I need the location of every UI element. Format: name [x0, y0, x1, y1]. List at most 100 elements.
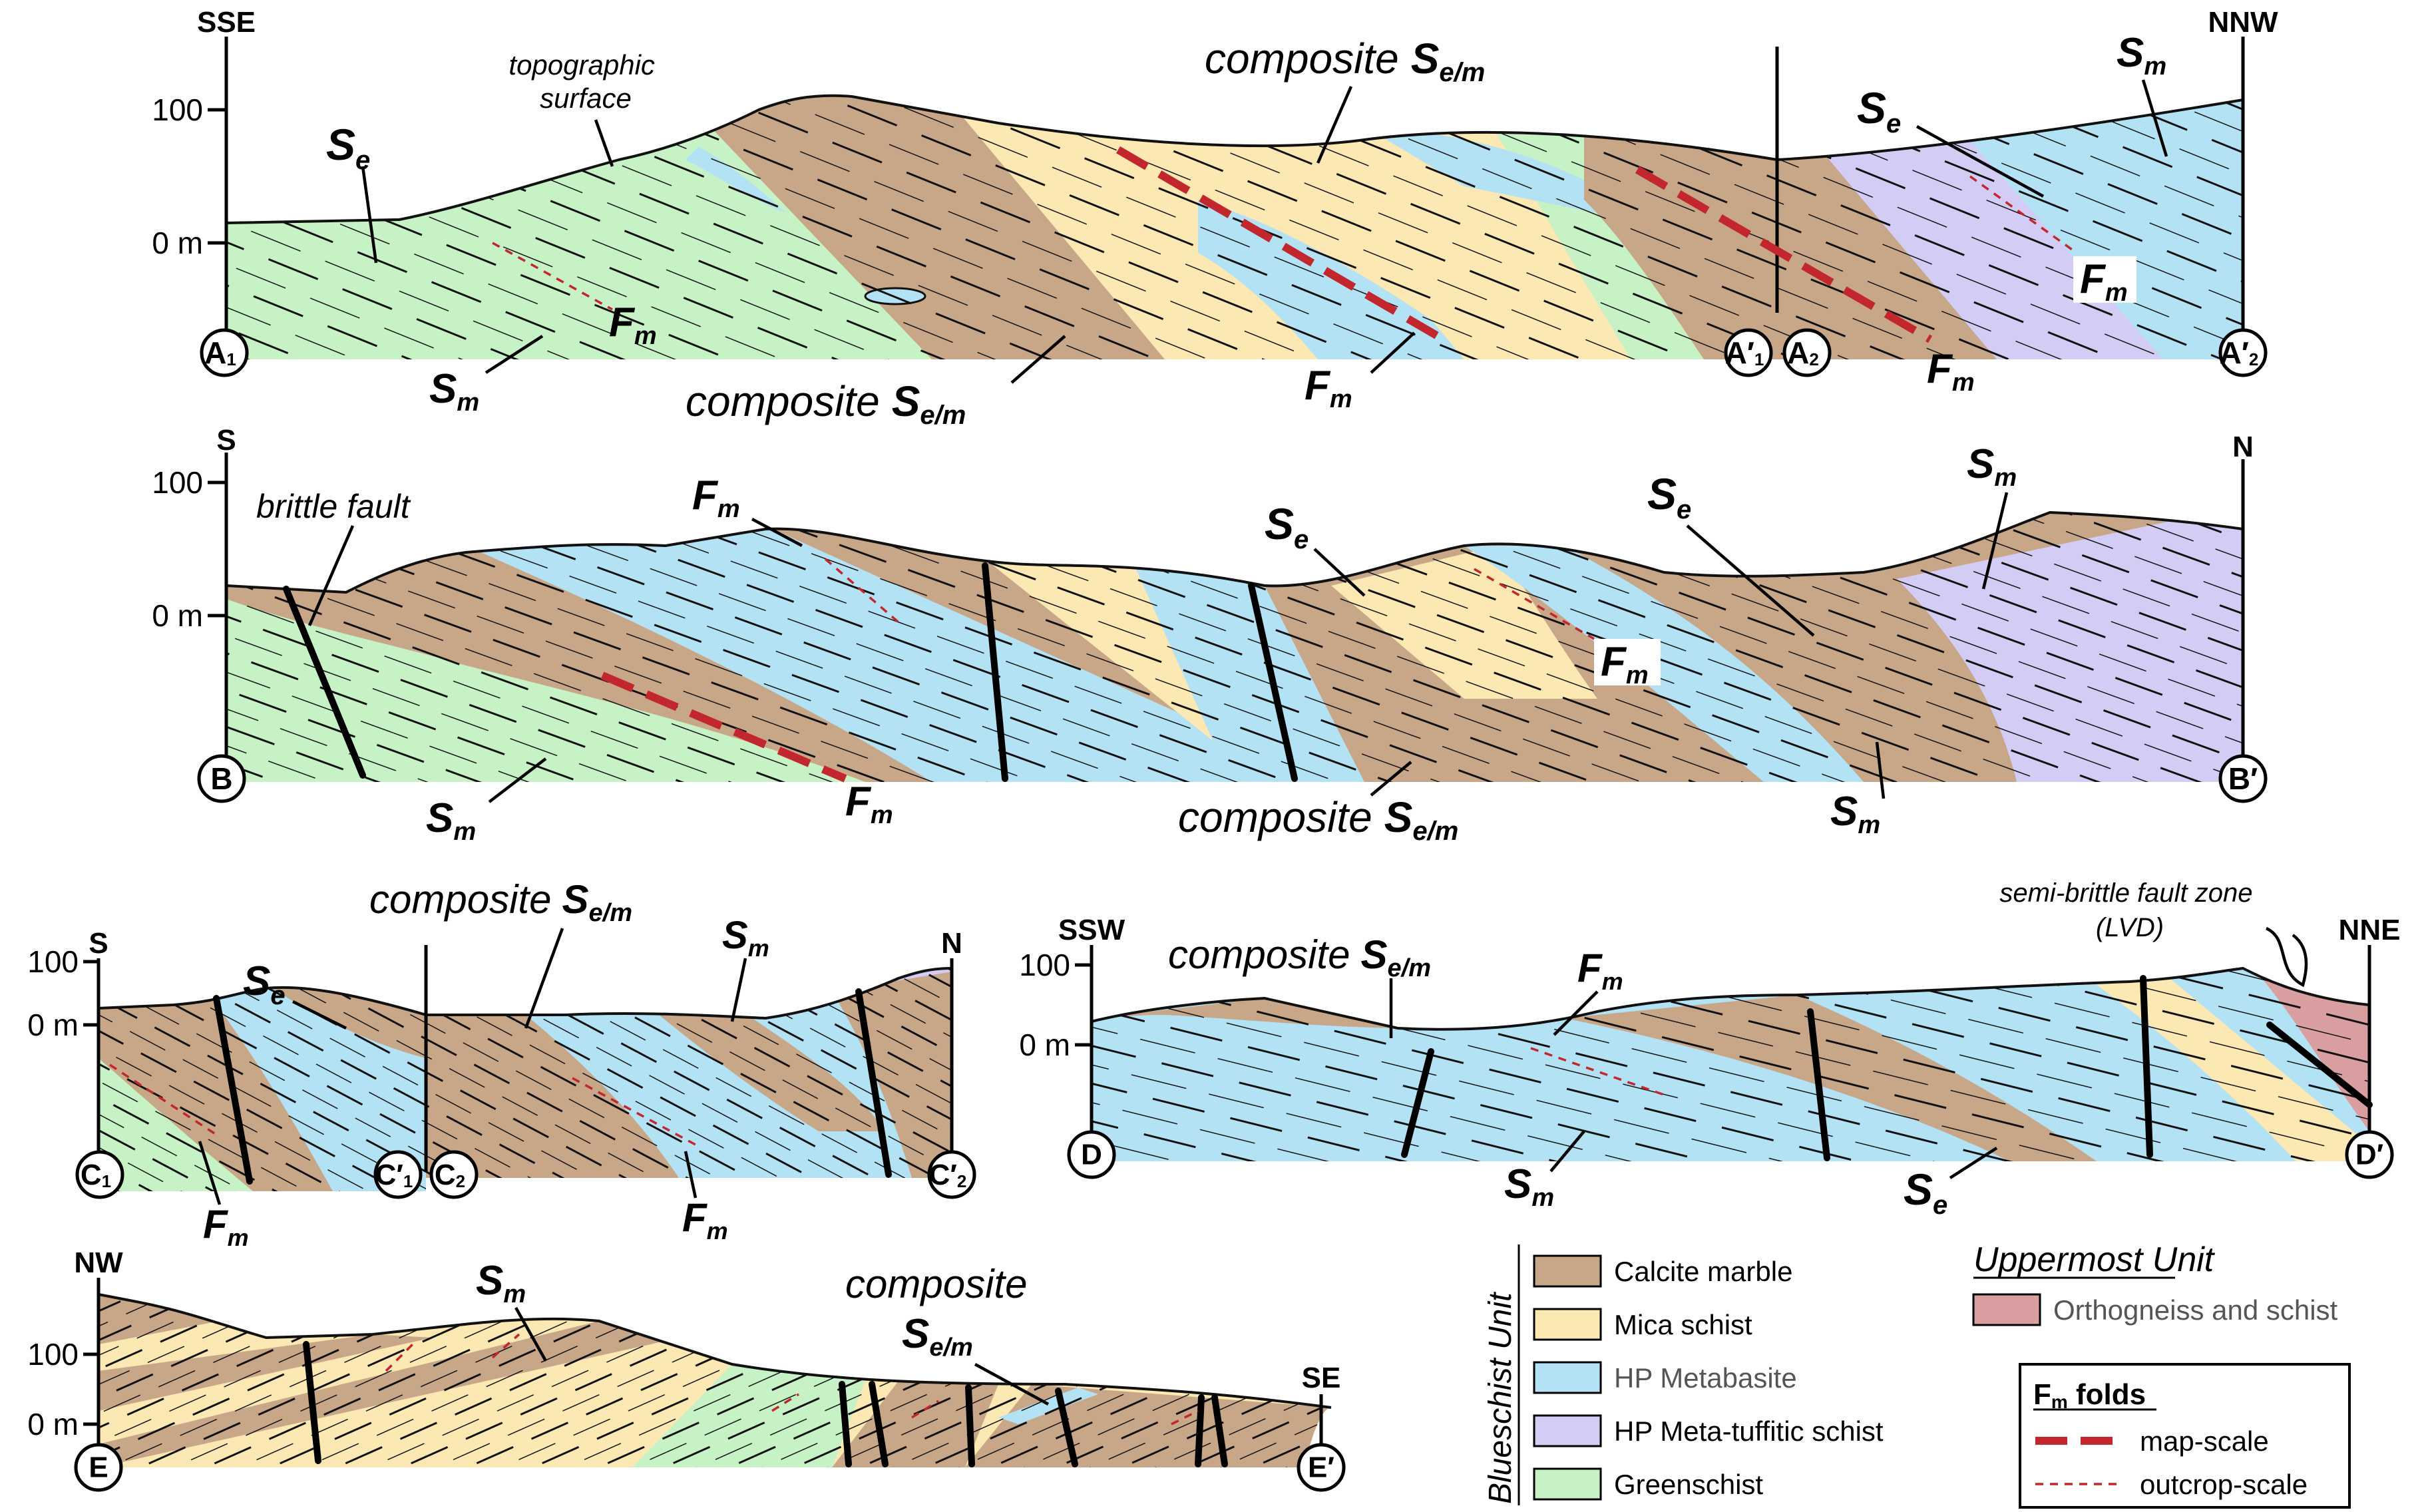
topographic-surface-d	[1091, 966, 2370, 1031]
sm-pointer-b3	[1875, 741, 1886, 799]
topographic-surface-c	[98, 967, 952, 1020]
svg-text:C′1: C′1	[375, 1159, 413, 1192]
legend: Blueschist Unit Calcite marble Mica schi…	[1483, 1240, 2351, 1509]
svg-text:C2: C2	[435, 1159, 465, 1192]
endpoint-c1: C1	[75, 1150, 124, 1199]
legend-item-orthogneiss: Orthogneiss and schist	[1972, 1293, 2338, 1326]
fault-e1	[303, 1341, 321, 1464]
uppermost-unit-title: Uppermost Unit	[1973, 1240, 2216, 1279]
outcrop-scale-label: outcrop-scale	[2140, 1469, 2308, 1500]
semi-brittle-fault-pointer	[2265, 926, 2308, 988]
foliation-pattern	[99, 1294, 1330, 1467]
fm-pointer-b1	[751, 518, 803, 547]
se-pointer-a1	[361, 166, 378, 264]
direction-label-sse: SSE	[197, 6, 256, 39]
svg-text:E′: E′	[1308, 1451, 1334, 1484]
sm-pointer-e	[514, 1306, 547, 1362]
outcrop-scale-fold-e2	[491, 1333, 520, 1359]
fold-legend-title: Fm folds	[2033, 1378, 2146, 1412]
svg-text:A1: A1	[204, 335, 236, 370]
direction-label-se: SE	[1302, 1362, 1341, 1394]
fm-pointer-d	[1553, 990, 1599, 1036]
se-pointer-c	[292, 1000, 347, 1030]
map-scale-fold-a1	[1115, 146, 1440, 340]
fault-e2	[839, 1381, 852, 1467]
se-label-b2: Se	[1647, 469, 1691, 524]
endpoint-b: B	[197, 754, 246, 803]
direction-label-nne: NNE	[2339, 914, 2401, 946]
endpoint-a2: A2	[1782, 328, 1832, 377]
fm-label-a1: Fm	[609, 299, 657, 350]
fm-label-b1: Fm	[692, 472, 740, 523]
brittle-fault-pointer	[307, 525, 355, 626]
direction-label-ssw: SSW	[1058, 914, 1125, 946]
outcrop-scale-fold-e5	[1171, 1410, 1199, 1425]
svg-text:C1: C1	[81, 1159, 111, 1192]
se-pointer-b2	[1686, 524, 1815, 637]
svg-text:B: B	[210, 761, 232, 796]
fm-label-b3: Fm	[845, 779, 893, 829]
legend-group-label: Blueschist Unit	[1483, 1292, 1518, 1504]
fm-label-a3: Fm	[1927, 346, 1975, 397]
se-label-a2: Se	[1857, 83, 1901, 138]
endpoint-d-prime: D′	[2345, 1130, 2394, 1179]
sm-pointer-b1	[1981, 492, 2009, 590]
svg-text:Mica schist: Mica schist	[1614, 1309, 1752, 1340]
sm-label-e: Sm	[476, 1258, 526, 1308]
tick-label-0-b: 0 m	[152, 598, 203, 633]
legend-item-hp-meta-tuffitic-schist: HP Meta-tuffitic schist	[1533, 1414, 1884, 1447]
legend-item-greenschist: Greenschist	[1533, 1467, 1763, 1501]
se-label-d: Se	[1904, 1165, 1947, 1220]
tick-label-0-e: 0 m	[27, 1407, 79, 1441]
brittle-fault-d2	[1807, 1008, 1830, 1161]
svg-text:HP Meta-tuffitic schist: HP Meta-tuffitic schist	[1614, 1416, 1884, 1447]
map-scale-fold-a2	[1635, 166, 1933, 343]
svg-text:D′: D′	[2355, 1139, 2383, 1171]
tick-label-100-d: 100	[1019, 948, 1070, 982]
semi-brittle-fault-d	[2266, 1022, 2373, 1108]
map-scale-label: map-scale	[2140, 1425, 2269, 1457]
section-a1-body	[226, 95, 1777, 359]
svg-text:D: D	[1081, 1139, 1102, 1171]
section-c1-body	[99, 987, 426, 1191]
fm-label-c1: Fm	[203, 1202, 249, 1251]
brittle-fault-c2	[855, 988, 892, 1178]
fault-e4	[965, 1384, 975, 1467]
topographic-surface-b	[226, 510, 2244, 594]
endpoint-a2-prime: A′2	[2218, 328, 2268, 377]
endpoint-b-prime: B′	[2218, 754, 2268, 803]
fm-label-box-b	[1594, 639, 1661, 685]
se-label-c: Se	[243, 958, 286, 1010]
legend-item-calcite-marble: Calcite marble	[1533, 1254, 1792, 1288]
sm-pointer-d	[1549, 1130, 1585, 1173]
endpoint-d: D	[1067, 1130, 1116, 1179]
sm-label-d: Sm	[1504, 1161, 1554, 1212]
outcrop-scale-fold-c1	[109, 1063, 217, 1136]
fold-legend-box: Fm folds map-scale outcrop-scale	[2019, 1363, 2351, 1509]
composite-pointer-b	[1370, 761, 1412, 797]
svg-text:HP Metabasite: HP Metabasite	[1614, 1362, 1797, 1394]
svg-text:A′1: A′1	[1725, 335, 1764, 370]
fm-pointer-c2	[684, 1151, 698, 1199]
outcrop-scale-fold-d	[1530, 1047, 1665, 1096]
section-e-body	[99, 1294, 1331, 1467]
sm-label-b1: Sm	[1967, 441, 2017, 492]
sm-label-a2: Sm	[2117, 30, 2166, 81]
fault-e7	[1211, 1394, 1228, 1467]
sm-label-a1: Sm	[429, 366, 479, 417]
section-e: 100 0 m NW SE Sm composite Se/m E E′	[27, 1246, 1346, 1492]
map-scale-fold-b	[600, 671, 847, 783]
outcrop-scale-fold-b1	[824, 558, 900, 624]
fault-e5	[1055, 1388, 1078, 1467]
sm-label-b3: Sm	[1830, 789, 1880, 839]
tick-label-100-b: 100	[152, 465, 203, 500]
tick-label-0-d: 0 m	[1019, 1028, 1070, 1062]
fm-pointer-c1	[198, 1141, 222, 1205]
outcrop-scale-fold-e4	[911, 1400, 939, 1419]
sm-pointer-a1	[485, 335, 544, 374]
composite-pointer-a-bottom	[1010, 335, 1066, 384]
